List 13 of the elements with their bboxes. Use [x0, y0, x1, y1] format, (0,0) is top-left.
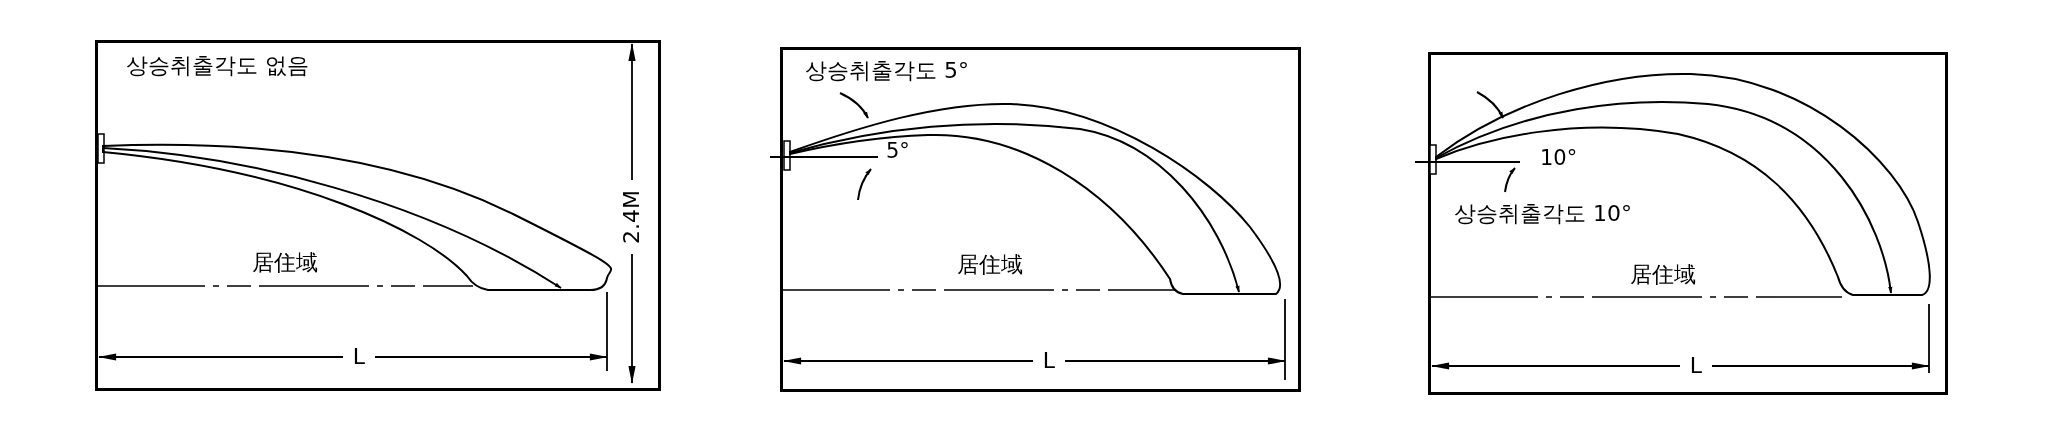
zone-label: 居住域: [957, 254, 1023, 276]
dimension-label: L: [352, 346, 366, 368]
room-panel: [95, 40, 661, 391]
zone-label: 居住域: [252, 252, 318, 274]
angle-label: 5°: [886, 141, 910, 162]
dimension-label: L: [1042, 350, 1056, 372]
panel-title: 상승취출각도 5°: [805, 60, 969, 82]
dimension-label: L: [1689, 355, 1703, 377]
angle-label: 10°: [1540, 148, 1578, 169]
dimension-label: 2.4M: [621, 190, 643, 244]
zone-label: 居住域: [1630, 264, 1696, 286]
panel-title: 상승취출각도 10°: [1454, 203, 1632, 225]
panel-title: 상승취출각도 없음: [126, 55, 309, 77]
